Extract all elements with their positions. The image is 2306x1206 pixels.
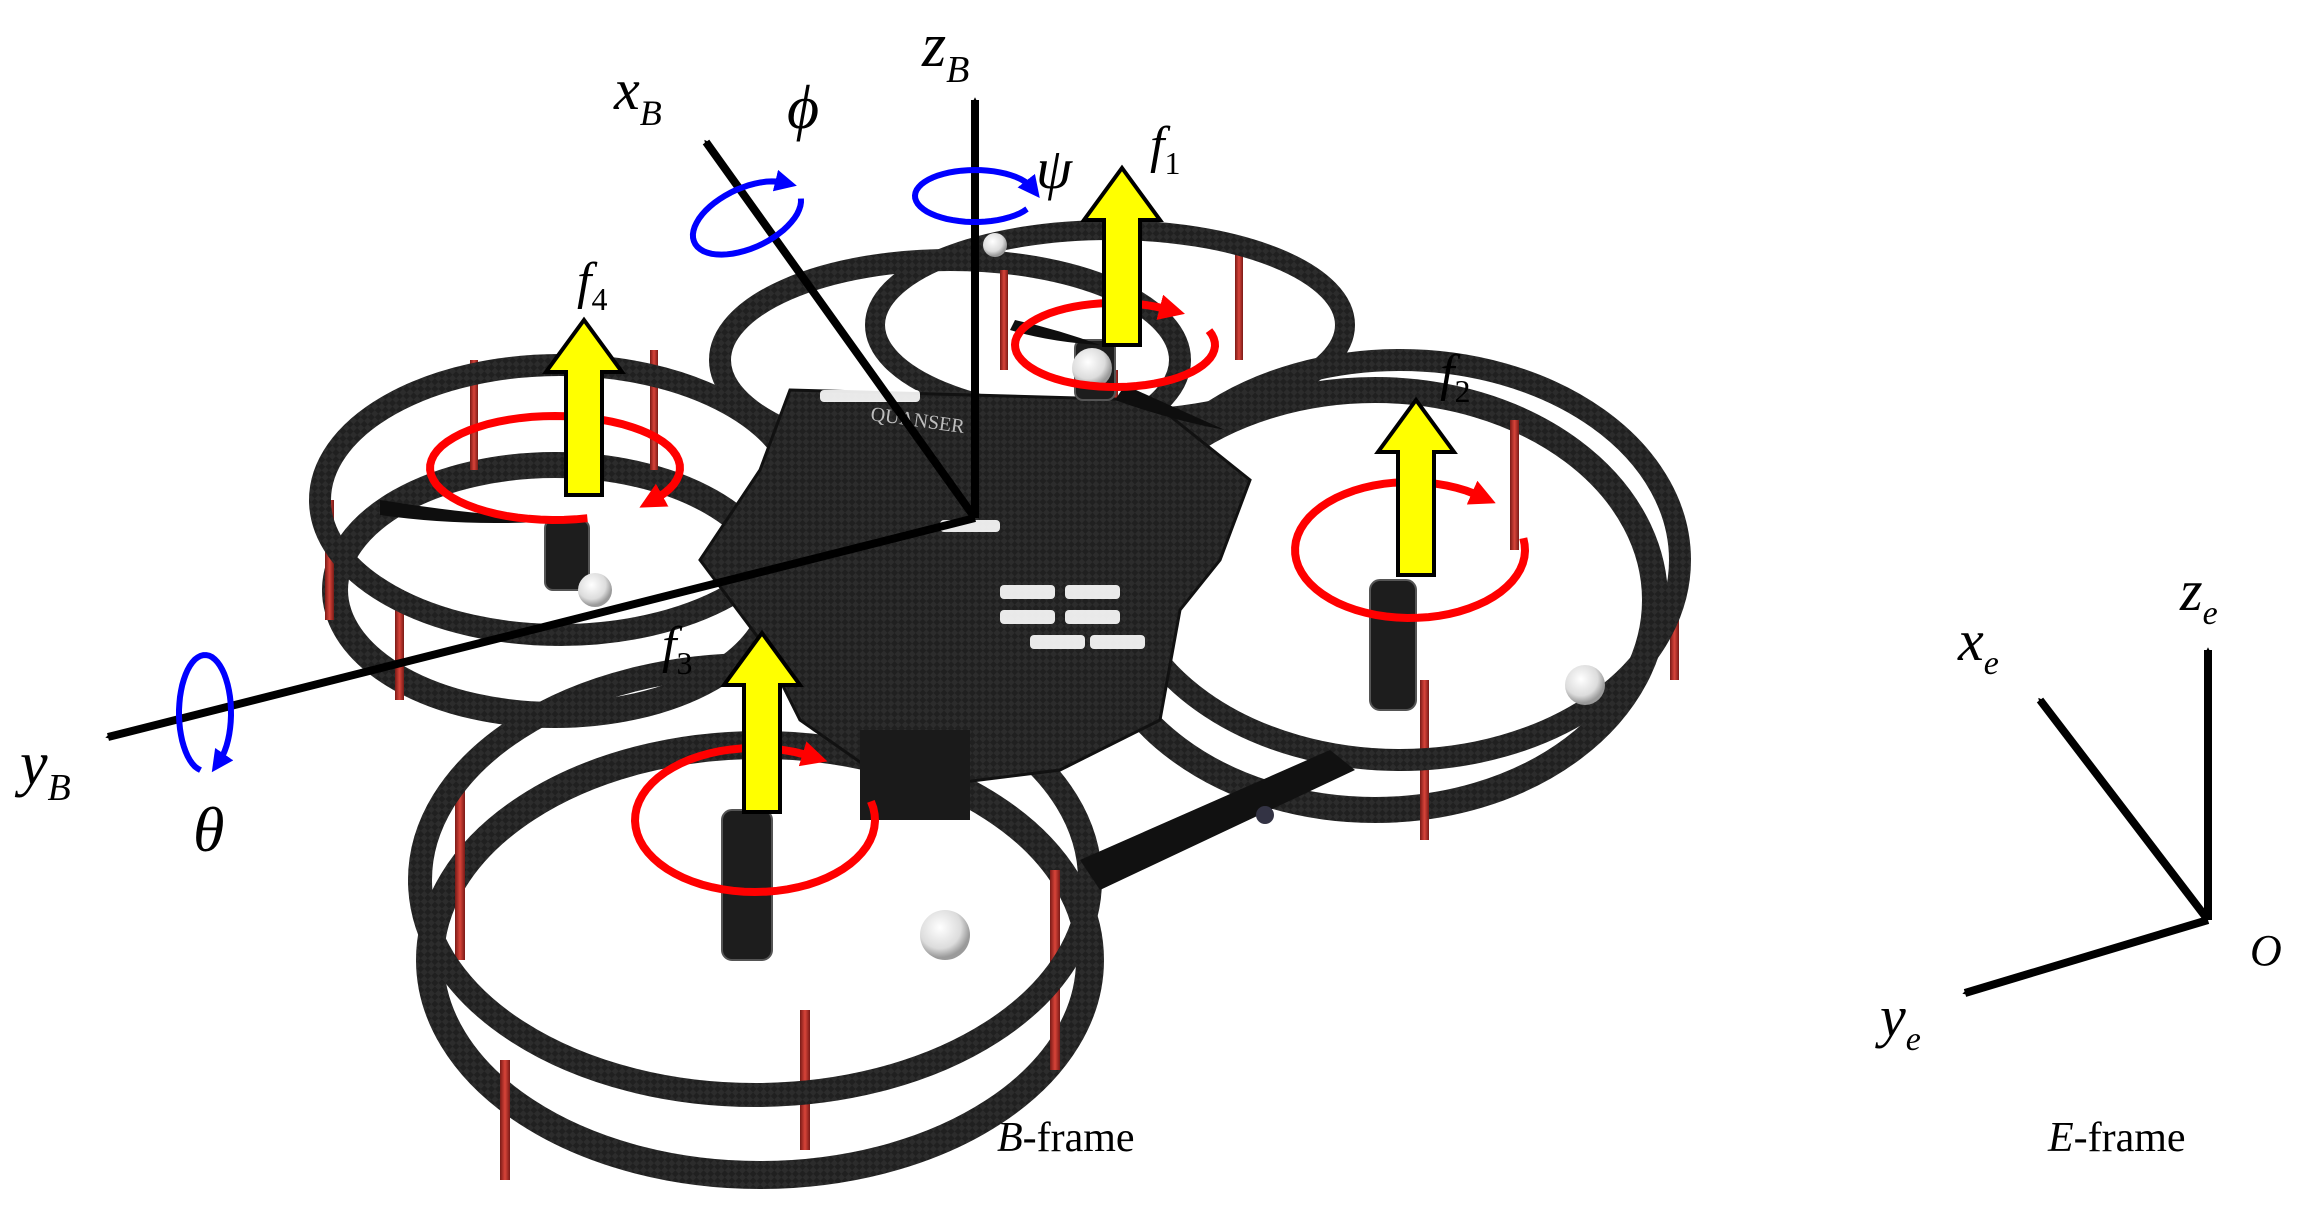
body-x-axis-label: xB bbox=[613, 57, 662, 133]
drone-battery bbox=[860, 730, 970, 820]
earth-y-axis-arrow bbox=[1962, 916, 2210, 997]
earth-frame-caption: E-frame bbox=[2047, 1115, 2186, 1161]
earth-origin-label: O bbox=[2250, 926, 2282, 975]
pitch-angle-label: θ bbox=[193, 794, 224, 865]
thrust-f2-arrow-icon bbox=[1374, 396, 1458, 577]
drone-center-plate bbox=[698, 388, 1252, 792]
rotor-3-spin-arrow-icon bbox=[630, 741, 880, 897]
pitch-rotation-arrow-icon bbox=[176, 652, 235, 773]
body-frame-caption: B-frame bbox=[997, 1115, 1135, 1161]
rotor-2-spin-arrow-icon bbox=[1291, 478, 1530, 623]
thrust-f3-label: f3 bbox=[662, 617, 692, 681]
body-y-axis-arrow bbox=[105, 514, 976, 741]
thrust-f4-arrow-icon bbox=[542, 316, 626, 497]
earth-y-axis-label: ye bbox=[1875, 984, 1921, 1058]
earth-z-axis-label: ze bbox=[2179, 558, 2218, 632]
earth-x-axis-arrow bbox=[2036, 697, 2212, 923]
yaw-angle-label: ψ bbox=[1036, 136, 1073, 201]
thrust-f4-label: f4 bbox=[577, 253, 607, 317]
rotation-markers bbox=[176, 166, 1040, 773]
thrust-f1-arrow-icon bbox=[1080, 164, 1164, 347]
yaw-rotation-arrow-icon bbox=[911, 166, 1040, 225]
body-z-axis-label: zB bbox=[921, 12, 969, 91]
roll-angle-label: ϕ bbox=[787, 74, 819, 142]
drone-camera-bar bbox=[1080, 750, 1355, 890]
rotor-1-spin-arrow-icon bbox=[1010, 294, 1220, 392]
thrust-f3-arrow-icon bbox=[720, 629, 804, 814]
drone-camera-lens bbox=[1256, 806, 1274, 824]
thrust-f1-label: f1 bbox=[1150, 117, 1180, 181]
drone-marker-balls bbox=[578, 233, 1605, 960]
body-x-axis-arrow bbox=[702, 139, 979, 521]
roll-rotation-arrow-icon bbox=[689, 169, 804, 258]
earth-x-axis-label: xe bbox=[1957, 608, 1999, 682]
rotor-4-spin-arrow-icon bbox=[426, 411, 684, 525]
body-y-axis-label: yB bbox=[14, 730, 71, 809]
rotor-spin-arrows bbox=[426, 294, 1530, 897]
quadrotor-drone-image: QUANSER bbox=[309, 220, 1691, 1189]
thrust-arrows bbox=[542, 164, 1458, 814]
labels: xB zB yB ϕ ψ θ f1 f2 f3 f4 xe ze ye O B-… bbox=[14, 12, 2282, 1161]
earth-frame-axes bbox=[1962, 647, 2212, 997]
